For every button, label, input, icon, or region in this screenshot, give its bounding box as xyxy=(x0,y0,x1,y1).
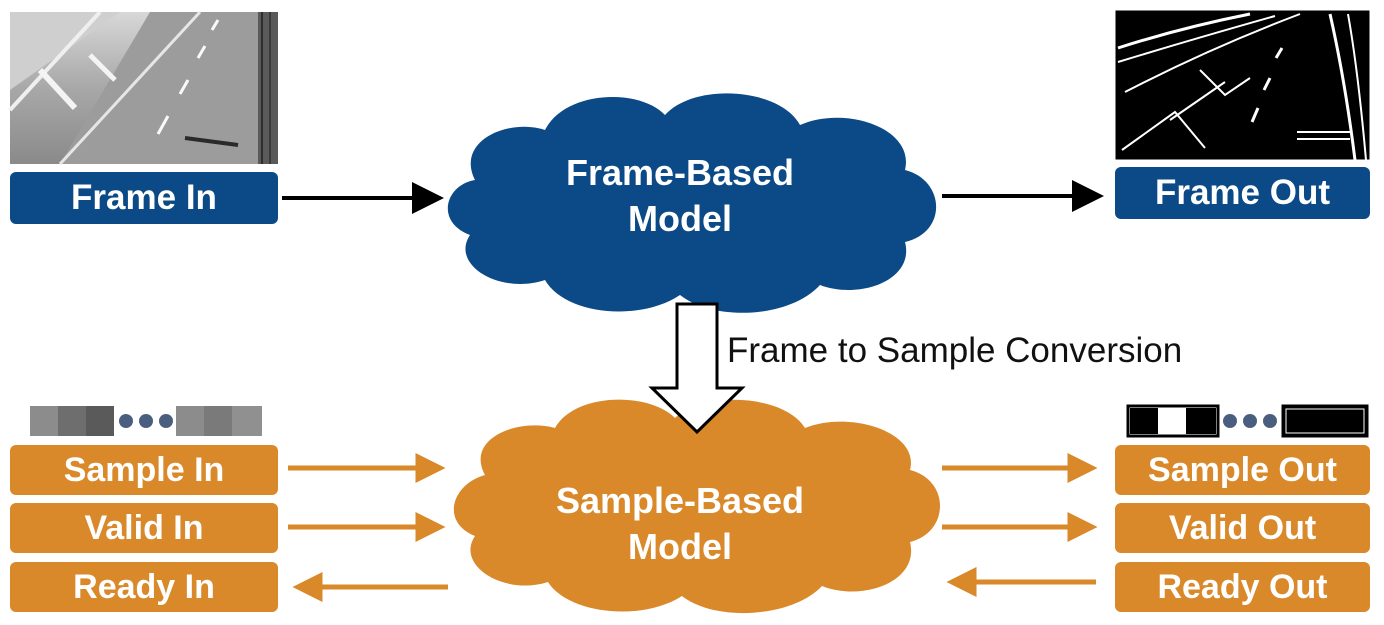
frame-based-model-label: Frame-Based Model xyxy=(530,150,830,242)
road-photo-input xyxy=(8,10,278,166)
edge-photo-output xyxy=(1114,9,1371,161)
ready-in-box: Ready In xyxy=(10,562,278,612)
ready-out-label: Ready Out xyxy=(1157,567,1328,606)
ready-in-label: Ready In xyxy=(73,567,215,606)
sample-based-model-label: Sample-Based Model xyxy=(530,478,830,570)
frame-in-label: Frame In xyxy=(71,178,217,217)
valid-in-box: Valid In xyxy=(10,503,278,553)
sample-based-cloud xyxy=(453,399,940,614)
frame-in-box: Frame In xyxy=(10,172,278,224)
valid-in-label: Valid In xyxy=(84,508,204,547)
frame-based-cloud xyxy=(447,93,937,313)
sample-out-box: Sample Out xyxy=(1115,445,1370,495)
frame-out-label: Frame Out xyxy=(1154,173,1331,212)
sample-out-label: Sample Out xyxy=(1148,450,1337,489)
sample-in-label: Sample In xyxy=(63,450,225,489)
valid-out-box: Valid Out xyxy=(1115,503,1370,553)
sample-based-model-line2: Model xyxy=(628,526,732,567)
output-pixel-stream xyxy=(1126,404,1369,438)
sample-in-box: Sample In xyxy=(10,445,278,495)
frame-out-box: Frame Out xyxy=(1115,167,1370,219)
input-pixel-stream xyxy=(30,406,262,436)
sample-based-model-line1: Sample-Based xyxy=(555,480,805,521)
conversion-arrow xyxy=(648,302,746,435)
frame-based-model-line2: Model xyxy=(628,198,732,239)
valid-out-label: Valid Out xyxy=(1168,508,1317,547)
conversion-label: Frame to Sample Conversion xyxy=(727,331,1183,370)
frame-based-model-line1: Frame-Based xyxy=(565,152,795,193)
ready-out-box: Ready Out xyxy=(1115,562,1370,612)
